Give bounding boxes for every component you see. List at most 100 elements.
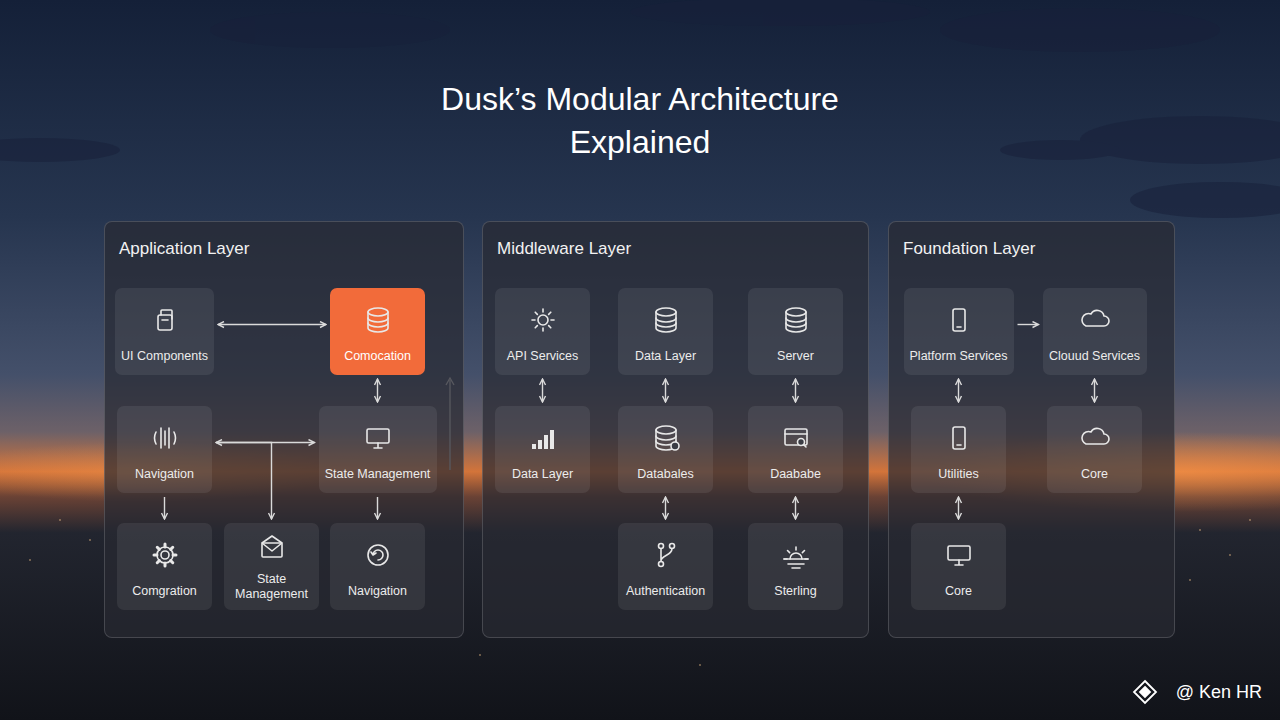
- drawing-part: [157, 561, 159, 563]
- drawing-part: [786, 318, 806, 322]
- drawing-part: [1199, 529, 1201, 531]
- drawing-part: [1000, 140, 1120, 160]
- layer-heading: Middleware Layer: [497, 239, 868, 259]
- connector-arrow: [665, 497, 666, 519]
- module-box: Core: [1047, 406, 1142, 493]
- module-box: Server: [748, 288, 843, 375]
- connector-arrow: [377, 497, 378, 519]
- drawing-part: [89, 539, 91, 541]
- drawing-part: [1080, 116, 1280, 164]
- drawing-part: [367, 429, 389, 448]
- drawing-part: [542, 328, 544, 331]
- drawing-part: [790, 553, 802, 559]
- drawing-part: [785, 433, 807, 435]
- drawing-part: [1229, 554, 1231, 556]
- drawing-part: [544, 435, 548, 449]
- layer-heading: Application Layer: [119, 239, 463, 259]
- drawing-part: [953, 427, 965, 449]
- module-box: State Management: [319, 406, 437, 493]
- drawing-part: [371, 550, 383, 560]
- connector-arrow: [542, 379, 543, 402]
- drawing-part: [802, 551, 804, 553]
- drawing-part: [532, 444, 536, 449]
- drawing-part: [786, 308, 806, 332]
- drawing-part: [538, 440, 542, 449]
- connector-arrow: [1094, 379, 1095, 402]
- drawing-part: [158, 315, 172, 330]
- drawing-part: [785, 429, 807, 445]
- drawing-part: [656, 426, 679, 450]
- connector-arrow: [665, 379, 666, 402]
- drawing-part: [1249, 519, 1251, 521]
- drawing-part: [661, 549, 672, 562]
- module-label: UI Components: [121, 349, 208, 364]
- module-box: UI Components: [115, 288, 214, 375]
- title-block: Dusk’s Modular Architecture Explained: [390, 78, 890, 164]
- drawing-part: [532, 430, 554, 449]
- drawing-part: [163, 563, 166, 566]
- drawing-part: [1082, 310, 1109, 326]
- drawing-part: [368, 545, 388, 565]
- drawing-part: [699, 664, 701, 666]
- drawing-part: [1140, 687, 1150, 697]
- module-box: Sterling: [748, 523, 843, 610]
- connector-arrow: [164, 497, 165, 519]
- drawing-part: [1082, 428, 1109, 444]
- module-label: Core: [945, 584, 972, 599]
- drawing-part: [957, 444, 961, 446]
- module-label: State Management: [325, 467, 431, 482]
- module-icon: [252, 528, 292, 568]
- module-label: Clouud Services: [1049, 349, 1140, 364]
- module-icon: [1075, 300, 1115, 340]
- connector-arrow: [216, 443, 272, 520]
- module-label: Navigation: [348, 584, 407, 599]
- module-icon: [145, 418, 185, 458]
- module-box: Navigation: [330, 523, 425, 610]
- connector-arrow: [377, 379, 378, 402]
- module-label: Navigation: [135, 467, 194, 482]
- layer-heading: Foundation Layer: [903, 239, 1174, 259]
- drawing-part: [163, 544, 166, 547]
- module-icon: [939, 418, 979, 458]
- module-label: Authentication: [626, 584, 705, 599]
- drawing-part: [479, 654, 481, 656]
- clouds: [0, 0, 1280, 218]
- connector-arrow: [958, 379, 959, 402]
- drawing-part: [548, 326, 550, 328]
- module-icon: [646, 535, 686, 575]
- watermark-logo: [1134, 681, 1156, 703]
- connector-arrow: [958, 497, 959, 519]
- module-box: Databales: [618, 406, 713, 493]
- drawing-part: [262, 536, 282, 551]
- drawing-part: [162, 319, 168, 321]
- module-icon: [523, 418, 563, 458]
- module-icon: [939, 535, 979, 575]
- drawing-part: [170, 547, 172, 549]
- layer-panel: Foundation LayerPlatform ServicesClouud …: [888, 221, 1175, 638]
- highlighted-module-box: Comocation: [330, 288, 425, 375]
- module-box: Authentication: [618, 523, 713, 610]
- module-label: State Management: [229, 572, 314, 602]
- drawing-part: [656, 308, 676, 316]
- connector-arrow: [795, 497, 796, 519]
- module-box: Navigation: [117, 406, 212, 493]
- module-icon: [646, 300, 686, 340]
- module-icon: [1075, 418, 1115, 458]
- module-box: API Services: [495, 288, 590, 375]
- drawing-part: [656, 312, 676, 332]
- module-box: State Management: [224, 523, 319, 610]
- module-box: Data Layer: [618, 288, 713, 375]
- drawing-part: [157, 547, 159, 549]
- drawing-part: [154, 554, 157, 557]
- module-icon: [776, 535, 816, 575]
- drawing-part: [535, 326, 537, 328]
- drawing-part: [795, 547, 797, 550]
- module-icon: [145, 300, 185, 340]
- drawing-part: [161, 551, 169, 559]
- drawing-part: [262, 536, 282, 557]
- drawing-part: [154, 428, 175, 448]
- drawing-part: [157, 547, 173, 563]
- drawing-part: [0, 138, 120, 162]
- drawing-part: [368, 318, 388, 322]
